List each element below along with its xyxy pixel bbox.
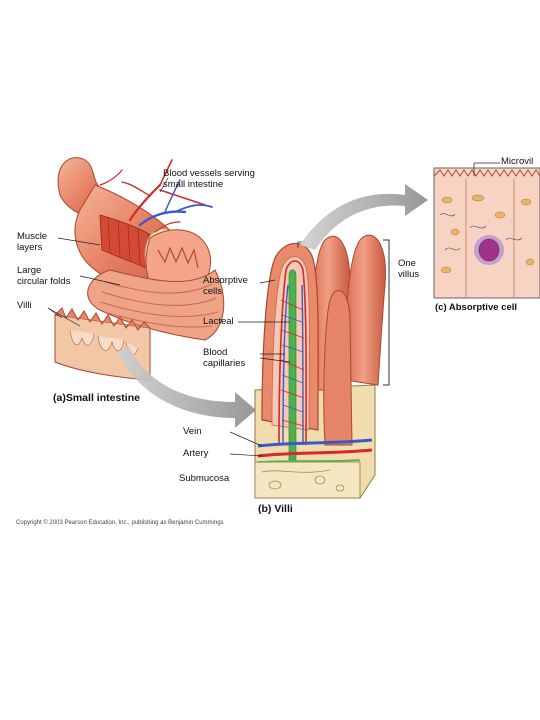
label-lacteal: Lacteal xyxy=(203,316,234,327)
villus-back-3 xyxy=(323,290,353,446)
artery-vessel xyxy=(257,448,373,458)
label-blood-vessels: Blood vessels serving small intestine xyxy=(163,168,255,190)
label-circular-folds: Large circular folds xyxy=(17,265,71,287)
label-muscle-layers: Muscle layers xyxy=(17,231,48,253)
cell-nucleus xyxy=(478,238,500,262)
villi-surface xyxy=(54,307,151,331)
blood-vessels xyxy=(99,159,213,233)
label-artery: Artery xyxy=(183,448,209,459)
label-submucosa: Submucosa xyxy=(179,473,230,484)
caption-a: (a)Small intestine xyxy=(53,392,140,404)
label-vein: Vein xyxy=(183,426,202,437)
caption-b: (b) Villi xyxy=(258,503,293,515)
label-one-villus: One villus xyxy=(398,258,420,280)
absorptive-cell-illustration xyxy=(433,167,540,299)
submucosa-layer xyxy=(254,461,361,499)
label-blood-capillaries: Blood capillaries xyxy=(203,347,246,369)
caption-a-text: Small intestine xyxy=(65,392,140,404)
blood-capillaries xyxy=(278,260,307,446)
microvilli-border xyxy=(433,169,540,177)
vein-vessel xyxy=(257,438,373,448)
small-intestine-illustration xyxy=(54,157,225,381)
one-villus-bracket xyxy=(383,239,390,386)
caption-c: (c) Absorptive cell xyxy=(435,302,518,313)
caption-a-letter: (a) xyxy=(53,392,66,404)
label-microvilli: Microvil xyxy=(501,156,534,167)
villi-illustration xyxy=(254,234,390,499)
cell-panel xyxy=(433,167,540,299)
leader-lines xyxy=(47,162,500,457)
circular-folds xyxy=(87,269,225,341)
label-absorptive-cells: Absorptive cells xyxy=(203,275,248,297)
label-villi: Villi xyxy=(17,300,32,311)
arrow-b-to-c xyxy=(300,184,428,250)
copyright-notice: Copyright © 2003 Pearson Education, Inc.… xyxy=(16,520,224,526)
arrow-a-to-b xyxy=(118,345,256,428)
